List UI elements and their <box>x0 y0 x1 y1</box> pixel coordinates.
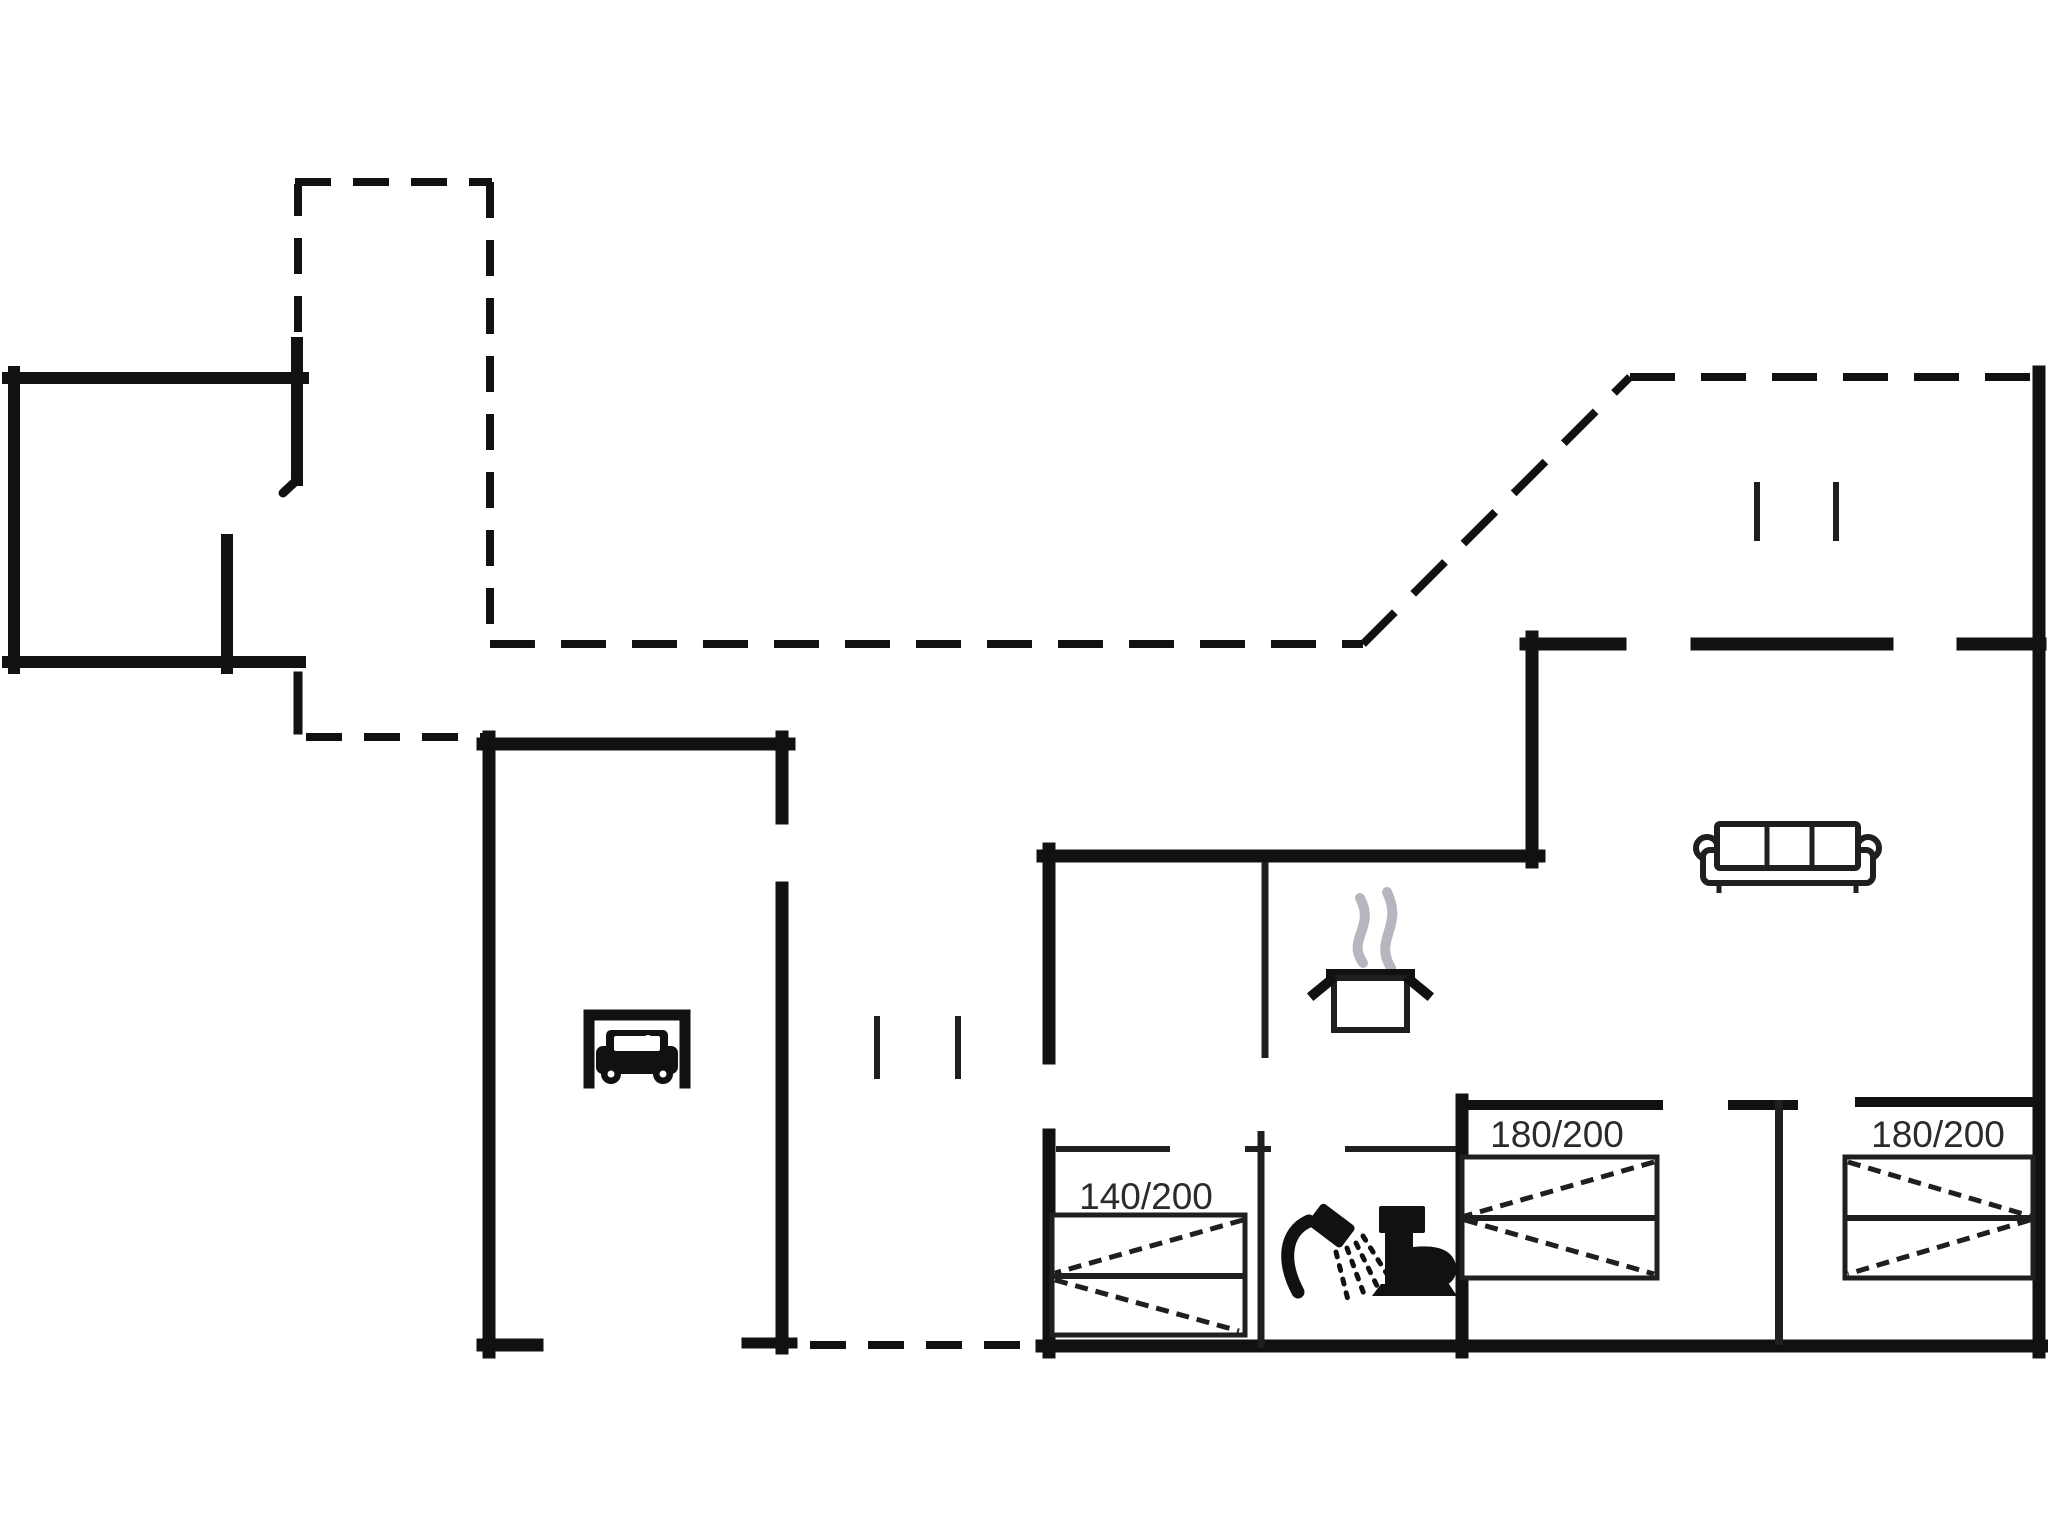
pot-body <box>1331 975 1410 1033</box>
toilet-base <box>1372 1284 1457 1296</box>
bed-diagonal <box>1847 1159 2031 1219</box>
car-hub-left <box>607 1070 615 1078</box>
pot-rim <box>1326 969 1415 978</box>
bedroom-small: 140/200 <box>1049 1146 1248 1338</box>
terrace-door-ticks <box>1754 482 1839 541</box>
house-exterior <box>1035 365 2048 1359</box>
bathroom <box>1245 1131 1458 1348</box>
car-detail <box>643 1035 653 1045</box>
shower-spray <box>1344 1245 1368 1300</box>
cooking-pot-icon <box>1306 887 1435 1033</box>
car-windshield <box>614 1036 660 1051</box>
toilet-bowl <box>1385 1233 1457 1291</box>
bed-diagonal <box>1847 1217 2031 1277</box>
terrace-dashed-boundary <box>490 373 2033 1349</box>
steam-icon <box>1380 887 1398 973</box>
car-hub-right <box>659 1070 667 1078</box>
shower-head <box>1308 1203 1355 1248</box>
sofa-backrest <box>1714 821 1861 871</box>
porch-dashed-outline <box>293 178 494 741</box>
car-arch <box>583 1009 691 1089</box>
terrace-dashed-diagonal <box>1360 374 1633 647</box>
annex-door-tick <box>278 475 302 498</box>
living-room <box>1693 821 1882 893</box>
annex-room <box>2 337 309 674</box>
toilet-tank <box>1379 1206 1425 1233</box>
bed-size-label: 180/200 <box>1490 1114 1624 1155</box>
bed-size-label: 140/200 <box>1079 1176 1213 1217</box>
bed-size-label: 180/200 <box>1871 1114 2005 1155</box>
bed-diagonal <box>1464 1217 1655 1277</box>
shower-icon <box>1281 1203 1395 1303</box>
shower-spray <box>1353 1240 1383 1295</box>
steam-icon <box>1352 893 1370 968</box>
bedroom-middle: 180/200 <box>1455 1093 1798 1359</box>
shower-spray <box>1333 1249 1351 1303</box>
kitchen <box>1261 862 1435 1058</box>
passage-door-ticks <box>874 1016 961 1079</box>
pot-handle-left <box>1306 972 1339 1002</box>
sofa-icon <box>1693 821 1882 893</box>
toilet-icon <box>1372 1206 1457 1296</box>
bed-140 <box>1049 1212 1248 1338</box>
car-icon <box>583 1009 691 1089</box>
pot-handle-right <box>1402 972 1435 1002</box>
bed-diagonal <box>1054 1277 1240 1334</box>
bedroom-right: 180/200 <box>1842 1097 2045 1281</box>
bed-diagonal <box>1464 1159 1655 1219</box>
bed-180-right <box>1842 1154 2036 1281</box>
bed-180-left <box>1459 1154 1660 1281</box>
shower-hose <box>1281 1214 1316 1299</box>
bed-diagonal <box>1054 1217 1244 1276</box>
carport <box>476 730 798 1359</box>
